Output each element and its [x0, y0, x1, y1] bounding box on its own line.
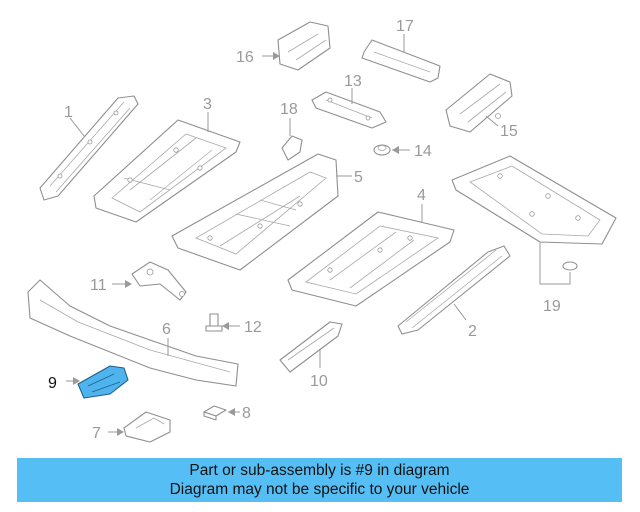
part-13[interactable]	[311, 91, 387, 129]
part-16[interactable]	[277, 21, 331, 71]
callout-14: 14	[414, 143, 432, 160]
callout-9: 9	[48, 375, 57, 392]
part-15[interactable]	[445, 73, 513, 133]
callout-13: 13	[344, 73, 362, 90]
leader-19	[539, 242, 571, 285]
callout-12: 12	[244, 319, 262, 336]
banner-line-1: Part or sub-assembly is #9 in diagram	[189, 462, 450, 479]
callout-8: 8	[242, 405, 251, 422]
callout-10: 10	[310, 373, 328, 390]
callout-2: 2	[468, 323, 477, 340]
part-11[interactable]	[131, 261, 187, 301]
callout-4: 4	[417, 187, 426, 204]
leader-15	[485, 115, 499, 127]
callout-6: 6	[162, 321, 171, 338]
callout-15: 15	[500, 123, 518, 140]
part-9-highlighted[interactable]	[77, 365, 129, 399]
part-5[interactable]	[171, 153, 339, 271]
part-19[interactable]	[451, 155, 617, 271]
parts-diagram: 1 3 16 17 13	[27, 18, 617, 443]
callout-19: 19	[543, 298, 561, 315]
callout-7: 7	[92, 425, 101, 442]
part-2[interactable]	[397, 245, 511, 335]
callout-17: 17	[396, 18, 414, 35]
callout-3: 3	[203, 96, 212, 113]
callout-16: 16	[236, 49, 254, 66]
part-8[interactable]	[203, 405, 227, 421]
part-6[interactable]	[27, 279, 239, 387]
part-10[interactable]	[279, 321, 343, 373]
banner-line-2: Diagram may not be specific to your vehi…	[169, 481, 470, 498]
part-14[interactable]	[373, 144, 391, 156]
part-1[interactable]	[39, 95, 139, 201]
info-banner: Part or sub-assembly is #9 in diagram Di…	[17, 458, 622, 502]
part-4[interactable]	[287, 211, 455, 307]
leader-2	[453, 303, 467, 321]
leader-1	[69, 117, 85, 137]
part-3[interactable]	[93, 119, 241, 223]
part-17[interactable]	[361, 39, 441, 83]
callout-1: 1	[64, 104, 73, 121]
callout-11: 11	[90, 277, 107, 294]
callout-18: 18	[280, 101, 298, 118]
part-12[interactable]	[205, 313, 223, 332]
part-7[interactable]	[123, 411, 171, 443]
callout-5: 5	[354, 169, 363, 186]
part-18[interactable]	[281, 135, 303, 161]
